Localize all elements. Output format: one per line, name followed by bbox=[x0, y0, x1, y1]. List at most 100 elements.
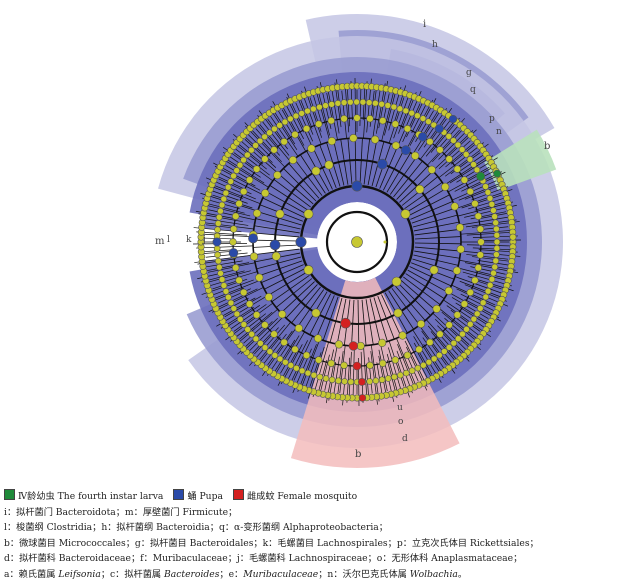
branch-spoke bbox=[411, 207, 456, 224]
genus-node bbox=[222, 189, 230, 197]
branch-spoke bbox=[357, 299, 360, 346]
legend-line: d：拟杆菌科 Bacteroidaceae；f：Muribaculaceae；j… bbox=[4, 551, 634, 567]
branch-spoke bbox=[261, 264, 304, 284]
branch-spoke bbox=[233, 152, 274, 182]
genus-node bbox=[482, 183, 489, 190]
family-node bbox=[291, 345, 299, 354]
order-node bbox=[273, 171, 282, 180]
genus-node bbox=[298, 367, 306, 375]
branch-spoke bbox=[402, 103, 421, 143]
branch-spoke bbox=[443, 299, 491, 332]
genus-node bbox=[266, 129, 273, 137]
genus-node bbox=[372, 377, 380, 385]
order-node bbox=[391, 141, 401, 150]
genus-node bbox=[414, 364, 422, 372]
branch-spoke bbox=[443, 155, 490, 186]
genus-node bbox=[214, 251, 221, 259]
branch-spoke bbox=[315, 295, 335, 338]
branch-spoke bbox=[348, 351, 352, 400]
branch-spoke bbox=[207, 262, 256, 273]
genus-node bbox=[479, 299, 487, 307]
branch-spoke bbox=[404, 182, 443, 210]
branch-spoke bbox=[389, 156, 417, 195]
label-m: m bbox=[155, 236, 165, 247]
branch-spoke bbox=[354, 138, 357, 185]
genus-node bbox=[414, 112, 421, 119]
label-u: u bbox=[397, 403, 403, 413]
genus-node bbox=[408, 109, 415, 117]
branch-spoke bbox=[240, 318, 278, 354]
branch-spoke bbox=[457, 201, 514, 217]
family-node bbox=[471, 276, 479, 285]
branch-spoke bbox=[254, 321, 291, 367]
branch-spoke bbox=[421, 330, 447, 366]
genus-node bbox=[445, 132, 453, 140]
branch-spoke bbox=[410, 200, 453, 220]
branch-spoke bbox=[396, 338, 417, 386]
order-node bbox=[334, 340, 344, 349]
genus-node bbox=[458, 146, 466, 153]
branch-spoke bbox=[413, 221, 460, 232]
branch-spoke bbox=[386, 152, 411, 193]
family-node bbox=[471, 199, 479, 208]
genus-node bbox=[384, 375, 392, 382]
wedge-j bbox=[202, 87, 513, 398]
branch-spoke bbox=[458, 182, 501, 201]
branch-spoke bbox=[291, 286, 321, 324]
genus-node bbox=[473, 166, 481, 174]
branch-spoke bbox=[254, 225, 300, 234]
genus-node bbox=[484, 189, 492, 196]
branch-spoke bbox=[244, 139, 277, 168]
family-node bbox=[291, 130, 299, 139]
family-node bbox=[270, 330, 278, 338]
branch-spoke bbox=[461, 194, 502, 209]
order-node bbox=[349, 133, 358, 143]
branch-spoke bbox=[462, 271, 512, 287]
pupa-node bbox=[269, 239, 281, 251]
female-node bbox=[357, 378, 366, 386]
branch-spoke bbox=[205, 252, 248, 258]
genus-node bbox=[261, 133, 268, 141]
pupa-node bbox=[228, 248, 239, 258]
branch-spoke bbox=[432, 128, 464, 163]
branch-spoke bbox=[438, 140, 471, 170]
genus-node bbox=[463, 325, 470, 333]
genus-node bbox=[459, 330, 466, 338]
label-p: p bbox=[489, 114, 495, 124]
order-node bbox=[378, 338, 387, 348]
branch-spoke bbox=[327, 89, 338, 140]
family-node bbox=[245, 300, 254, 308]
legend-text: ；c：拟杆菌属 bbox=[100, 568, 165, 580]
family-node bbox=[235, 276, 243, 285]
branch-spoke bbox=[372, 85, 382, 140]
order-node bbox=[411, 151, 420, 160]
female-node bbox=[352, 361, 362, 371]
leaf-node bbox=[509, 233, 517, 241]
genus-node bbox=[384, 102, 392, 109]
branch-spoke bbox=[301, 90, 322, 145]
order-node bbox=[255, 273, 264, 282]
genus-node bbox=[454, 335, 462, 343]
legend-line: l：梭菌纲 Clostridia；h：拟杆菌纲 Bacteroidia；q：α-… bbox=[4, 520, 634, 536]
branch-spoke bbox=[324, 349, 335, 391]
branch-spoke bbox=[316, 85, 330, 136]
branch-spoke bbox=[352, 345, 355, 397]
family-node bbox=[229, 238, 237, 246]
genus-node bbox=[484, 287, 492, 295]
class-node bbox=[415, 184, 425, 194]
genus-node bbox=[271, 352, 279, 359]
genus-node bbox=[215, 263, 223, 271]
ring-kingdom bbox=[325, 210, 389, 274]
label-i: i bbox=[423, 19, 426, 30]
class-node bbox=[311, 308, 321, 318]
branch-spoke bbox=[322, 296, 339, 341]
family-node bbox=[460, 176, 469, 184]
family-node bbox=[466, 288, 474, 297]
branch-spoke bbox=[388, 97, 405, 144]
genus-node bbox=[491, 263, 499, 271]
branch-spoke bbox=[408, 194, 450, 217]
branch-spoke bbox=[417, 108, 447, 151]
branch-spoke bbox=[267, 330, 293, 366]
order-node bbox=[288, 155, 298, 165]
branch-spoke bbox=[209, 279, 261, 301]
